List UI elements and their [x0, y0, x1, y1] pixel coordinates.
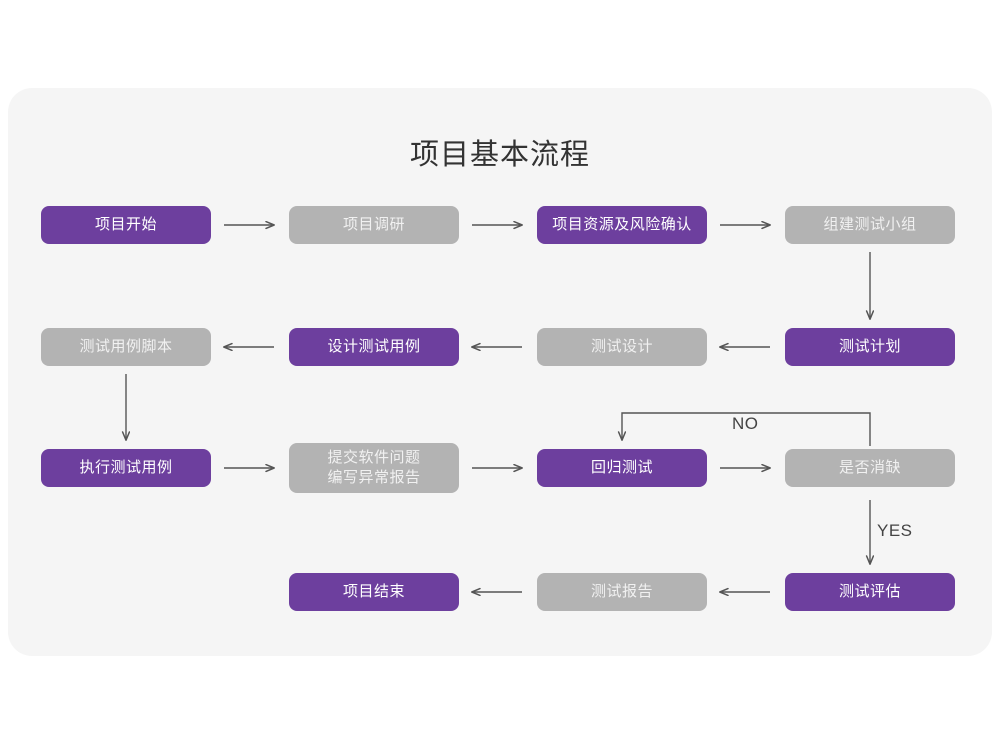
- node-design-test-case[interactable]: 设计测试用例: [289, 328, 459, 366]
- node-test-case-script[interactable]: 测试用例脚本: [41, 328, 211, 366]
- node-label: 项目开始: [94, 216, 157, 233]
- node-label: 测试设计: [590, 338, 653, 355]
- node-label: 项目资源及风险确认: [552, 216, 692, 233]
- edge-label-yes: YES: [877, 521, 913, 540]
- node-test-report[interactable]: 测试报告: [537, 573, 707, 611]
- node-test-plan[interactable]: 测试计划: [785, 328, 955, 366]
- node-label: 测试评估: [838, 583, 901, 600]
- node-resource-risk-confirm[interactable]: 项目资源及风险确认: [537, 206, 707, 244]
- node-project-survey[interactable]: 项目调研: [289, 206, 459, 244]
- node-project-end[interactable]: 项目结束: [289, 573, 459, 611]
- node-label: 项目结束: [342, 583, 405, 600]
- node-submit-defect-report[interactable]: 提交软件问题 编写异常报告: [289, 443, 459, 493]
- node-test-design[interactable]: 测试设计: [537, 328, 707, 366]
- page-title: 项目基本流程: [409, 139, 590, 171]
- node-regression-test[interactable]: 回归测试: [537, 449, 707, 487]
- node-label: 测试计划: [838, 338, 901, 355]
- node-project-start[interactable]: 项目开始: [41, 206, 211, 244]
- flowchart-card: [8, 88, 992, 656]
- node-test-evaluation[interactable]: 测试评估: [785, 573, 955, 611]
- node-label: 项目调研: [342, 216, 405, 233]
- node-label: 测试用例脚本: [79, 338, 173, 355]
- node-label: 提交软件问题 编写异常报告: [327, 449, 421, 486]
- node-label: 是否消缺: [838, 459, 901, 476]
- node-label: 执行测试用例: [79, 459, 173, 476]
- node-label: 组建测试小组: [823, 216, 917, 233]
- edge-label-no: NO: [732, 414, 759, 433]
- node-label: 测试报告: [590, 583, 653, 600]
- node-label: 回归测试: [590, 459, 653, 476]
- node-defect-cleared-decision[interactable]: 是否消缺: [785, 449, 955, 487]
- node-execute-test-case[interactable]: 执行测试用例: [41, 449, 211, 487]
- node-label: 设计测试用例: [327, 338, 421, 355]
- node-build-test-team[interactable]: 组建测试小组: [785, 206, 955, 244]
